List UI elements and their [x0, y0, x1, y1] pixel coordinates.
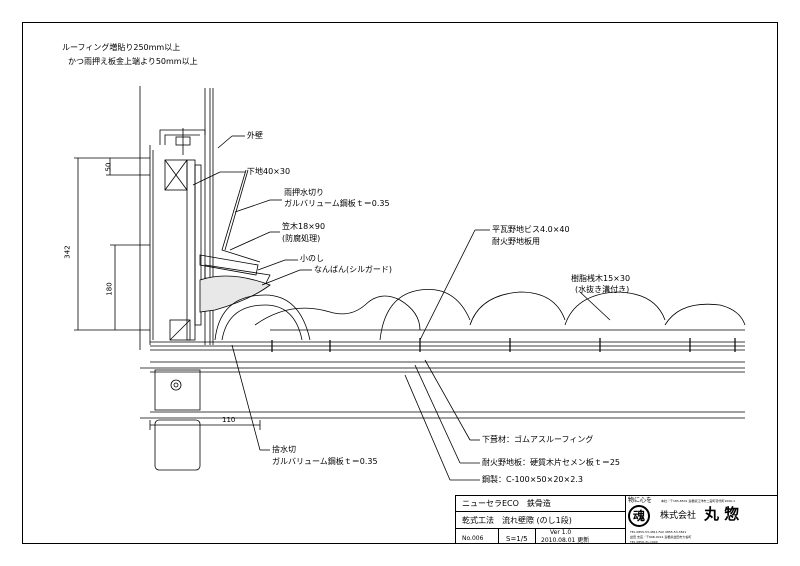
- dim-110: 110: [222, 416, 236, 424]
- title-product: ニューセラECO 鉄骨造: [462, 499, 551, 508]
- c-channel-top: [159, 129, 206, 145]
- label-nanban: なんばん(シルガード): [314, 265, 393, 274]
- dim-342: 342: [63, 245, 72, 259]
- flashing: [221, 169, 261, 263]
- label-outer-wall: 外壁: [247, 131, 263, 140]
- label-drain-2: ガルバリューム鋼板ｔ＝0.35: [272, 457, 378, 466]
- drawing-frame: [22, 22, 778, 544]
- title-block: [455, 495, 778, 544]
- first-barrel: [214, 294, 311, 341]
- steel-box-upper: [154, 369, 201, 411]
- note-line-1: ルーフィング増貼り250mm以上: [62, 43, 181, 52]
- label-kasagi-1: 笠木18×90: [282, 222, 326, 231]
- company-motto: 物に心を: [628, 497, 653, 504]
- company-contact-2: TEL 0855-53-4811 FAX 0855-53-3821: [630, 530, 687, 534]
- label-batten-2: (水抜き溝付き): [575, 285, 630, 294]
- title-drawing: 乾式工法 流れ壁際 (のし1段): [462, 516, 572, 525]
- company-prefix: 株式会社: [660, 511, 697, 521]
- nanban-mortar: [199, 275, 271, 313]
- steel-box-lower: [154, 419, 201, 471]
- lower-base: [169, 319, 191, 341]
- leader-outer-wall: [217, 135, 233, 149]
- label-board: 耐火野地板：硬質木片セメン板ｔ＝25: [482, 458, 621, 467]
- label-kasagi-2: (防腐処理): [282, 234, 321, 243]
- label-base: 下地40×30: [247, 167, 291, 176]
- label-steel: 鋼製：C-100×50×20×2.3: [482, 475, 583, 484]
- title-number: No.006: [462, 535, 484, 542]
- dim-50: 50: [104, 162, 113, 172]
- company-name: 丸 惣: [704, 505, 740, 523]
- note-line-2: かつ雨押え板金上端より50mm以上: [68, 57, 198, 66]
- title-scale: S=1/5: [506, 535, 528, 543]
- tile-2: [469, 291, 566, 326]
- label-batten-1: 樹脂桟木15×30: [571, 274, 631, 283]
- label-screw-2: 耐火野地板用: [492, 237, 540, 246]
- tile-1: [254, 295, 421, 331]
- bolt-circle: [170, 379, 182, 391]
- company-contact-4: TEL 0856-31-1000: [630, 540, 658, 544]
- company-contact-1: 本社／〒185-8501 島根県江津市二宮町羽代町1006-1: [661, 499, 736, 503]
- kasagi: [199, 254, 259, 276]
- company-contact-3: 益田 支店／〒698-0012 島根県益田市大谷町: [630, 535, 692, 539]
- company-logo: 魂: [628, 505, 650, 527]
- title-version: Ver 1.0: [550, 529, 572, 536]
- label-konoshi: 小のし: [300, 254, 324, 263]
- label-underlay: 下葺材：ゴムアスルーフィング: [482, 435, 594, 444]
- label-flashing-2: ガルバリューム鋼板ｔ＝0.35: [284, 199, 390, 208]
- label-drain-1: 捨水切: [272, 445, 296, 454]
- label-screw-1: 平瓦野地ビス4.0×40: [492, 225, 570, 234]
- label-flashing-1: 雨押水切り: [284, 188, 324, 197]
- dim-180: 180: [105, 282, 114, 296]
- title-date: 2010.08.01 更新: [541, 537, 590, 544]
- tile-3: [564, 291, 666, 326]
